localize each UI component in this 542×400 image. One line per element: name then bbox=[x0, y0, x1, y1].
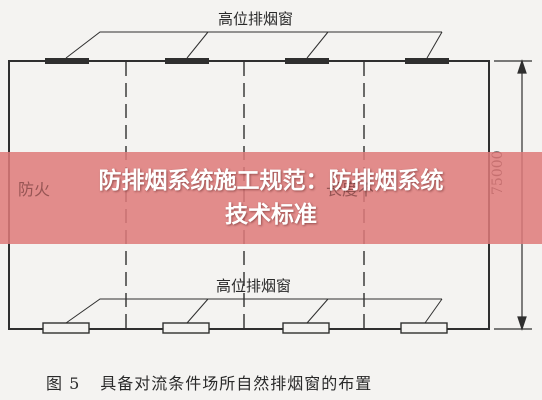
overlay-title: 防排烟系统施工规范：防排烟系统 技术标准 bbox=[20, 164, 522, 232]
dimension-arrow-top bbox=[517, 59, 527, 74]
bottom-leader-lines bbox=[65, 298, 443, 324]
figure-caption-text: 具备对流条件场所自然排烟窗的布置 bbox=[100, 374, 373, 393]
bottom-window-4 bbox=[400, 322, 448, 334]
top-leader-1 bbox=[186, 31, 209, 59]
bottom-window-1 bbox=[42, 322, 90, 334]
top-window-4 bbox=[405, 58, 449, 64]
bottom-window-2 bbox=[162, 322, 210, 334]
top-leader-3 bbox=[426, 31, 443, 59]
dimension-arrow-bottom bbox=[517, 316, 527, 331]
overlay-title-line2: 技术标准 bbox=[225, 202, 317, 228]
bottom-leader-2 bbox=[306, 298, 329, 324]
partial-right-label: 长度不 bbox=[326, 180, 375, 199]
figure-number: 图 5 bbox=[46, 374, 81, 393]
title-banner bbox=[0, 152, 542, 244]
bottom-windows bbox=[42, 322, 448, 334]
top-leader-lines bbox=[65, 31, 443, 59]
top-window-2 bbox=[165, 58, 209, 64]
bottom-leader-line bbox=[65, 298, 442, 324]
top-window-1 bbox=[45, 58, 89, 64]
bottom-window-label: 高位排烟窗 bbox=[216, 277, 292, 295]
top-leader-2 bbox=[306, 31, 329, 59]
figure-caption: 图 5 具备对流条件场所自然排烟窗的布置 bbox=[46, 370, 372, 394]
overlay-title-line1: 防排烟系统施工规范：防排烟系统 bbox=[98, 168, 444, 194]
partial-left-label: 防火 bbox=[18, 180, 51, 199]
bottom-leader-1 bbox=[186, 298, 209, 324]
bottom-leader-3 bbox=[424, 298, 443, 324]
top-leader-line bbox=[65, 31, 442, 59]
top-windows bbox=[45, 58, 449, 64]
top-window-label: 高位排烟窗 bbox=[218, 10, 294, 28]
bottom-window-3 bbox=[282, 322, 330, 334]
top-window-3 bbox=[285, 58, 329, 64]
